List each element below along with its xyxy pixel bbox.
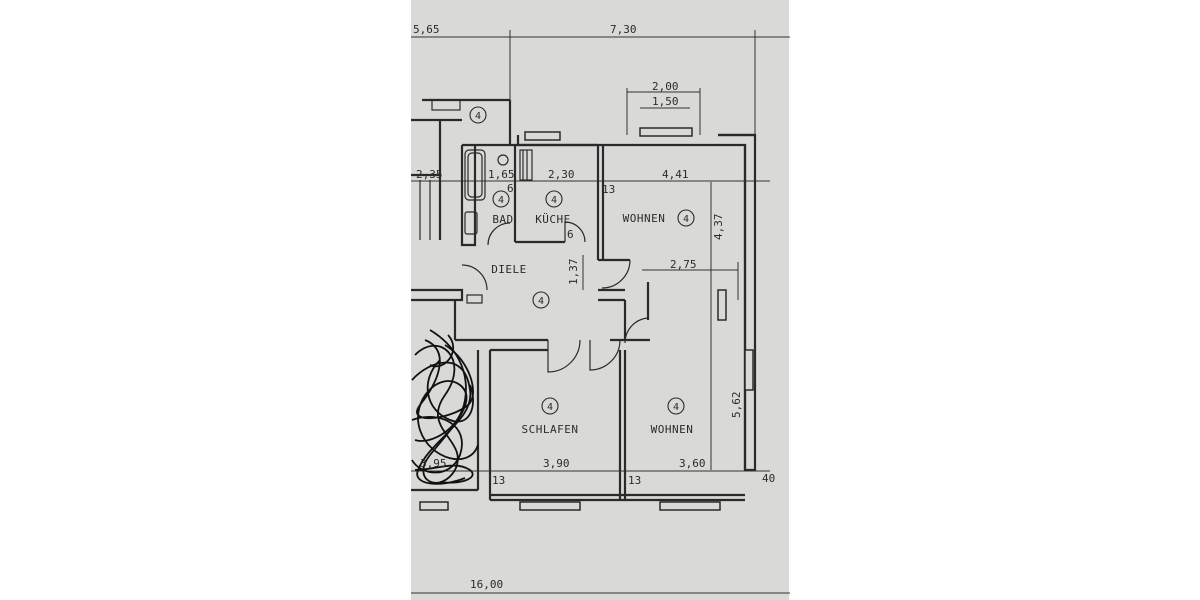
- room-label-kueche: KÜCHE: [535, 213, 571, 226]
- bath-fixtures: [419, 99, 533, 240]
- room-label-bad: BAD: [492, 213, 513, 226]
- stair-marker: [469, 106, 487, 124]
- room-markers: [469, 106, 695, 415]
- dim-wall-6-b: 6: [567, 228, 574, 241]
- room-labels: BAD KÜCHE WOHNEN DIELE SCHLAFEN WOHNEN: [491, 212, 693, 436]
- dim-bedroom-width: 3,90: [543, 457, 570, 470]
- dim-right-edge: 40: [762, 472, 775, 485]
- wohnen-top-marker-number: 4: [683, 214, 689, 225]
- room-marker-numbers: 4 4 4 4 4 4 4: [475, 111, 689, 413]
- wohnen-bottom-marker-number: 4: [673, 402, 679, 413]
- schlafen-marker: [541, 397, 559, 415]
- room-label-wohnen-bottom: WOHNEN: [651, 423, 694, 436]
- redaction-scribble: [411, 329, 479, 485]
- kueche-marker: [545, 190, 563, 208]
- dim-top-left: 5,65: [413, 23, 440, 36]
- diele-marker: [532, 291, 550, 309]
- dim-bath-width: 1,65: [488, 168, 515, 181]
- door-swings: [461, 221, 649, 373]
- kueche-marker-number: 4: [551, 195, 557, 206]
- walls: [411, 98, 757, 502]
- dim-wall-13-a: 13: [602, 183, 615, 196]
- dim-living-height: 4,37: [712, 214, 725, 241]
- wohnen-bottom-marker: [667, 397, 685, 415]
- dim-wall-6: 6: [507, 182, 514, 195]
- bad-marker: [492, 190, 510, 208]
- room-label-schlafen: SCHLAFEN: [522, 423, 579, 436]
- stair-marker-number: 4: [475, 111, 481, 122]
- dim-left-partial: 2,35: [416, 168, 443, 181]
- dim-living-bottom-width: 3,60: [679, 457, 706, 470]
- dim-living-top-width: 4,41: [662, 168, 689, 181]
- dim-top-total: 7,30: [610, 23, 637, 36]
- dim-window-top-inner: 1,50: [652, 95, 679, 108]
- dim-wall-13-c: 13: [628, 474, 641, 487]
- dim-living-bottom-height: 5,62: [730, 392, 743, 419]
- diele-marker-number: 4: [538, 296, 544, 307]
- room-label-diele: DIELE: [491, 263, 527, 276]
- dim-kitchen-width: 2,30: [548, 168, 575, 181]
- dim-left-bottom-partial: 3,95: [420, 457, 447, 470]
- dim-diele-height: 1,37: [567, 259, 580, 286]
- bad-marker-number: 4: [498, 195, 504, 206]
- dim-overall-width: 16,00: [470, 578, 503, 591]
- windows: [419, 127, 754, 511]
- dim-wall-13-b: 13: [492, 474, 505, 487]
- schlafen-marker-number: 4: [547, 402, 553, 413]
- room-label-wohnen-top: WOHNEN: [623, 212, 666, 225]
- dimension-labels: 5,65 7,30 2,00 1,50 2,35 1,65 6 2,30 13 …: [413, 23, 775, 591]
- dim-window-top-outer: 2,00: [652, 80, 679, 93]
- dim-living-bottom-inner: 2,75: [670, 258, 697, 271]
- wohnen-top-marker: [677, 209, 695, 227]
